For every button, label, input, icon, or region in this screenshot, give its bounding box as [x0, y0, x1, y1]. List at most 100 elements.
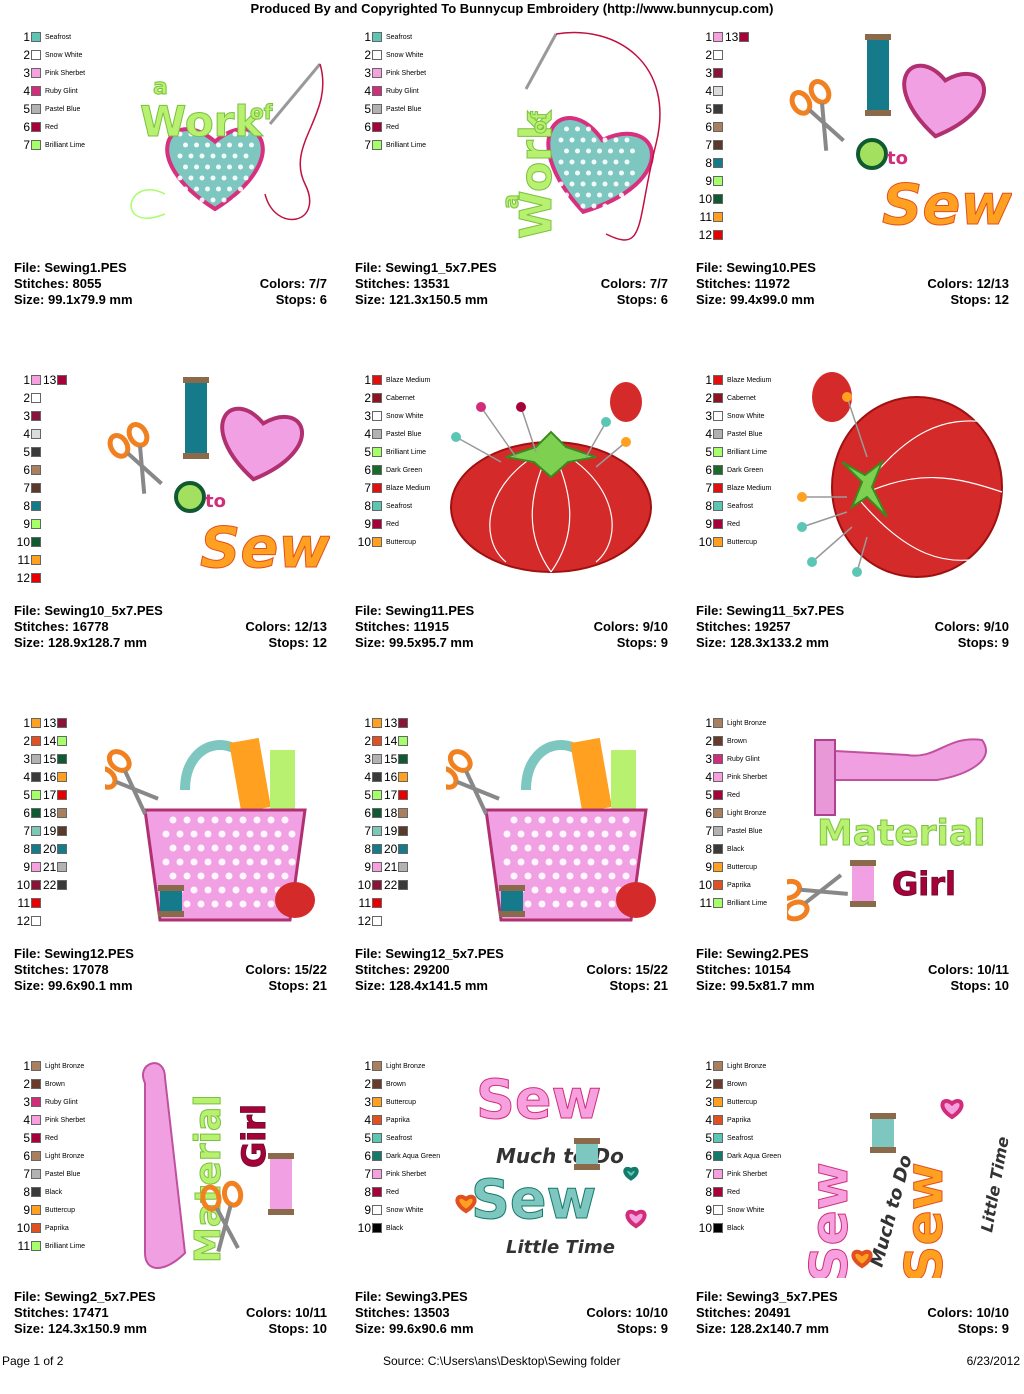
- thread-name: Pastel Blue: [727, 827, 763, 835]
- color-swatch: [31, 916, 41, 926]
- polka-dot: [586, 214, 591, 220]
- scissors-icon: [787, 873, 848, 922]
- thread-name: Red: [727, 1188, 740, 1196]
- info-value: Sewing3.PES: [385, 1289, 468, 1304]
- color-swatch: [372, 718, 382, 728]
- color-swatch: [372, 375, 382, 385]
- polka-dot: [253, 844, 261, 852]
- color-swatch: [713, 1115, 723, 1125]
- thread-name: Brown: [45, 1080, 65, 1088]
- ribbon-banner: [142, 1062, 187, 1269]
- legend-row: 4: [698, 82, 808, 100]
- info-value: Sewing11.PES: [385, 603, 475, 618]
- embroidery-preview: [105, 737, 315, 922]
- legend-row: 7: [698, 136, 808, 154]
- info-value: 7/7: [649, 276, 668, 291]
- legend-number: 6: [705, 806, 712, 820]
- info-value: Sewing2_5x7.PES: [44, 1289, 156, 1304]
- info-stops: Stops: 12: [268, 635, 327, 651]
- info-stops: Stops: 10: [268, 1321, 327, 1337]
- polka-dot: [232, 197, 238, 203]
- pin-head: [601, 417, 611, 427]
- polka-dot: [608, 872, 616, 880]
- polka-dot: [211, 872, 219, 880]
- polka-dot: [177, 131, 183, 137]
- info-label: Colors:: [586, 1305, 636, 1320]
- info-stops: Stops: 9: [958, 635, 1009, 651]
- polka-dot: [183, 900, 191, 908]
- color-swatch: [713, 1205, 723, 1215]
- thread-name: Snow White: [727, 1206, 765, 1214]
- polka-dot: [559, 886, 567, 894]
- fabric-roll: [229, 737, 271, 813]
- color-swatch: [372, 898, 382, 908]
- info-stops: Stops: 6: [276, 292, 327, 308]
- polka-dot: [552, 844, 560, 852]
- polka-dot: [216, 164, 221, 170]
- color-swatch: [31, 573, 41, 583]
- legend-row: 9: [698, 172, 808, 190]
- spool-cap: [183, 453, 209, 459]
- color-swatch: [713, 826, 723, 836]
- info-label: File:: [696, 946, 727, 961]
- legend-number: 1: [705, 30, 712, 44]
- thread-name: Snow White: [45, 51, 83, 59]
- art-text-sew: Sew: [200, 516, 330, 581]
- polka-dot: [210, 153, 216, 159]
- info-label: Stitches:: [14, 619, 73, 634]
- legend-number: 1: [705, 1059, 712, 1073]
- polka-dot: [253, 816, 261, 824]
- legend-number: 11: [17, 896, 30, 910]
- info-value: 12/13: [294, 619, 327, 634]
- legend-number: 4: [705, 427, 712, 441]
- thread-name: Blaze Medium: [386, 484, 431, 492]
- color-swatch: [372, 1151, 382, 1161]
- polka-dot: [232, 131, 238, 137]
- legend-number: 2: [364, 391, 371, 405]
- polka-dot: [204, 858, 212, 866]
- info-row: File: Sewing10.PES: [696, 260, 1009, 276]
- color-swatch: [31, 393, 41, 403]
- color-swatch: [31, 411, 41, 421]
- polka-dot: [238, 142, 243, 148]
- info-value: 11972: [754, 276, 790, 291]
- art-text-of: of: [527, 111, 551, 134]
- polka-dot: [608, 214, 613, 220]
- color-swatch: [713, 429, 723, 439]
- legend-number: 9: [23, 517, 30, 531]
- legend-number: 4: [364, 1113, 371, 1127]
- info-colors: Colors: 10/11: [246, 1305, 327, 1321]
- polka-dot: [197, 816, 205, 824]
- fabric-roll: [270, 750, 295, 815]
- info-label: Stitches:: [355, 1305, 414, 1320]
- legend-number: 7: [705, 1167, 712, 1181]
- info-row: File: Sewing1_5x7.PES: [355, 260, 668, 276]
- strawberry-icon: [812, 372, 852, 422]
